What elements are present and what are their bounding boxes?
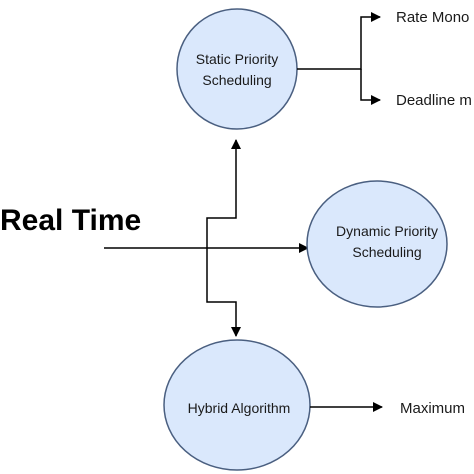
hybrid-algorithm-node: Hybrid Algorithm	[163, 339, 311, 471]
leaf-rate-monotonic: Rate Mono	[396, 9, 469, 26]
connector-static-to-deadline	[360, 69, 381, 105]
dynamic-priority-node: Dynamic Priority Scheduling	[306, 180, 448, 308]
static-priority-node: Static Priority Scheduling	[176, 8, 298, 130]
leaf-deadline: Deadline m	[396, 92, 472, 109]
leaf-maximum: Maximum	[400, 400, 465, 417]
hybrid-node-label: Hybrid Algorithm	[188, 400, 291, 416]
static-node-label-line2: Scheduling	[202, 72, 271, 88]
connector-root-to-static	[206, 139, 241, 248]
connector-root-to-hybrid	[206, 248, 241, 337]
static-node-label-line1: Static Priority	[196, 51, 278, 67]
root-label: Real Time	[0, 204, 141, 237]
connector-static-to-rate	[297, 12, 381, 70]
dynamic-node-label-line2: Scheduling	[352, 244, 421, 260]
dynamic-node-label-line1: Dynamic Priority	[336, 223, 438, 239]
